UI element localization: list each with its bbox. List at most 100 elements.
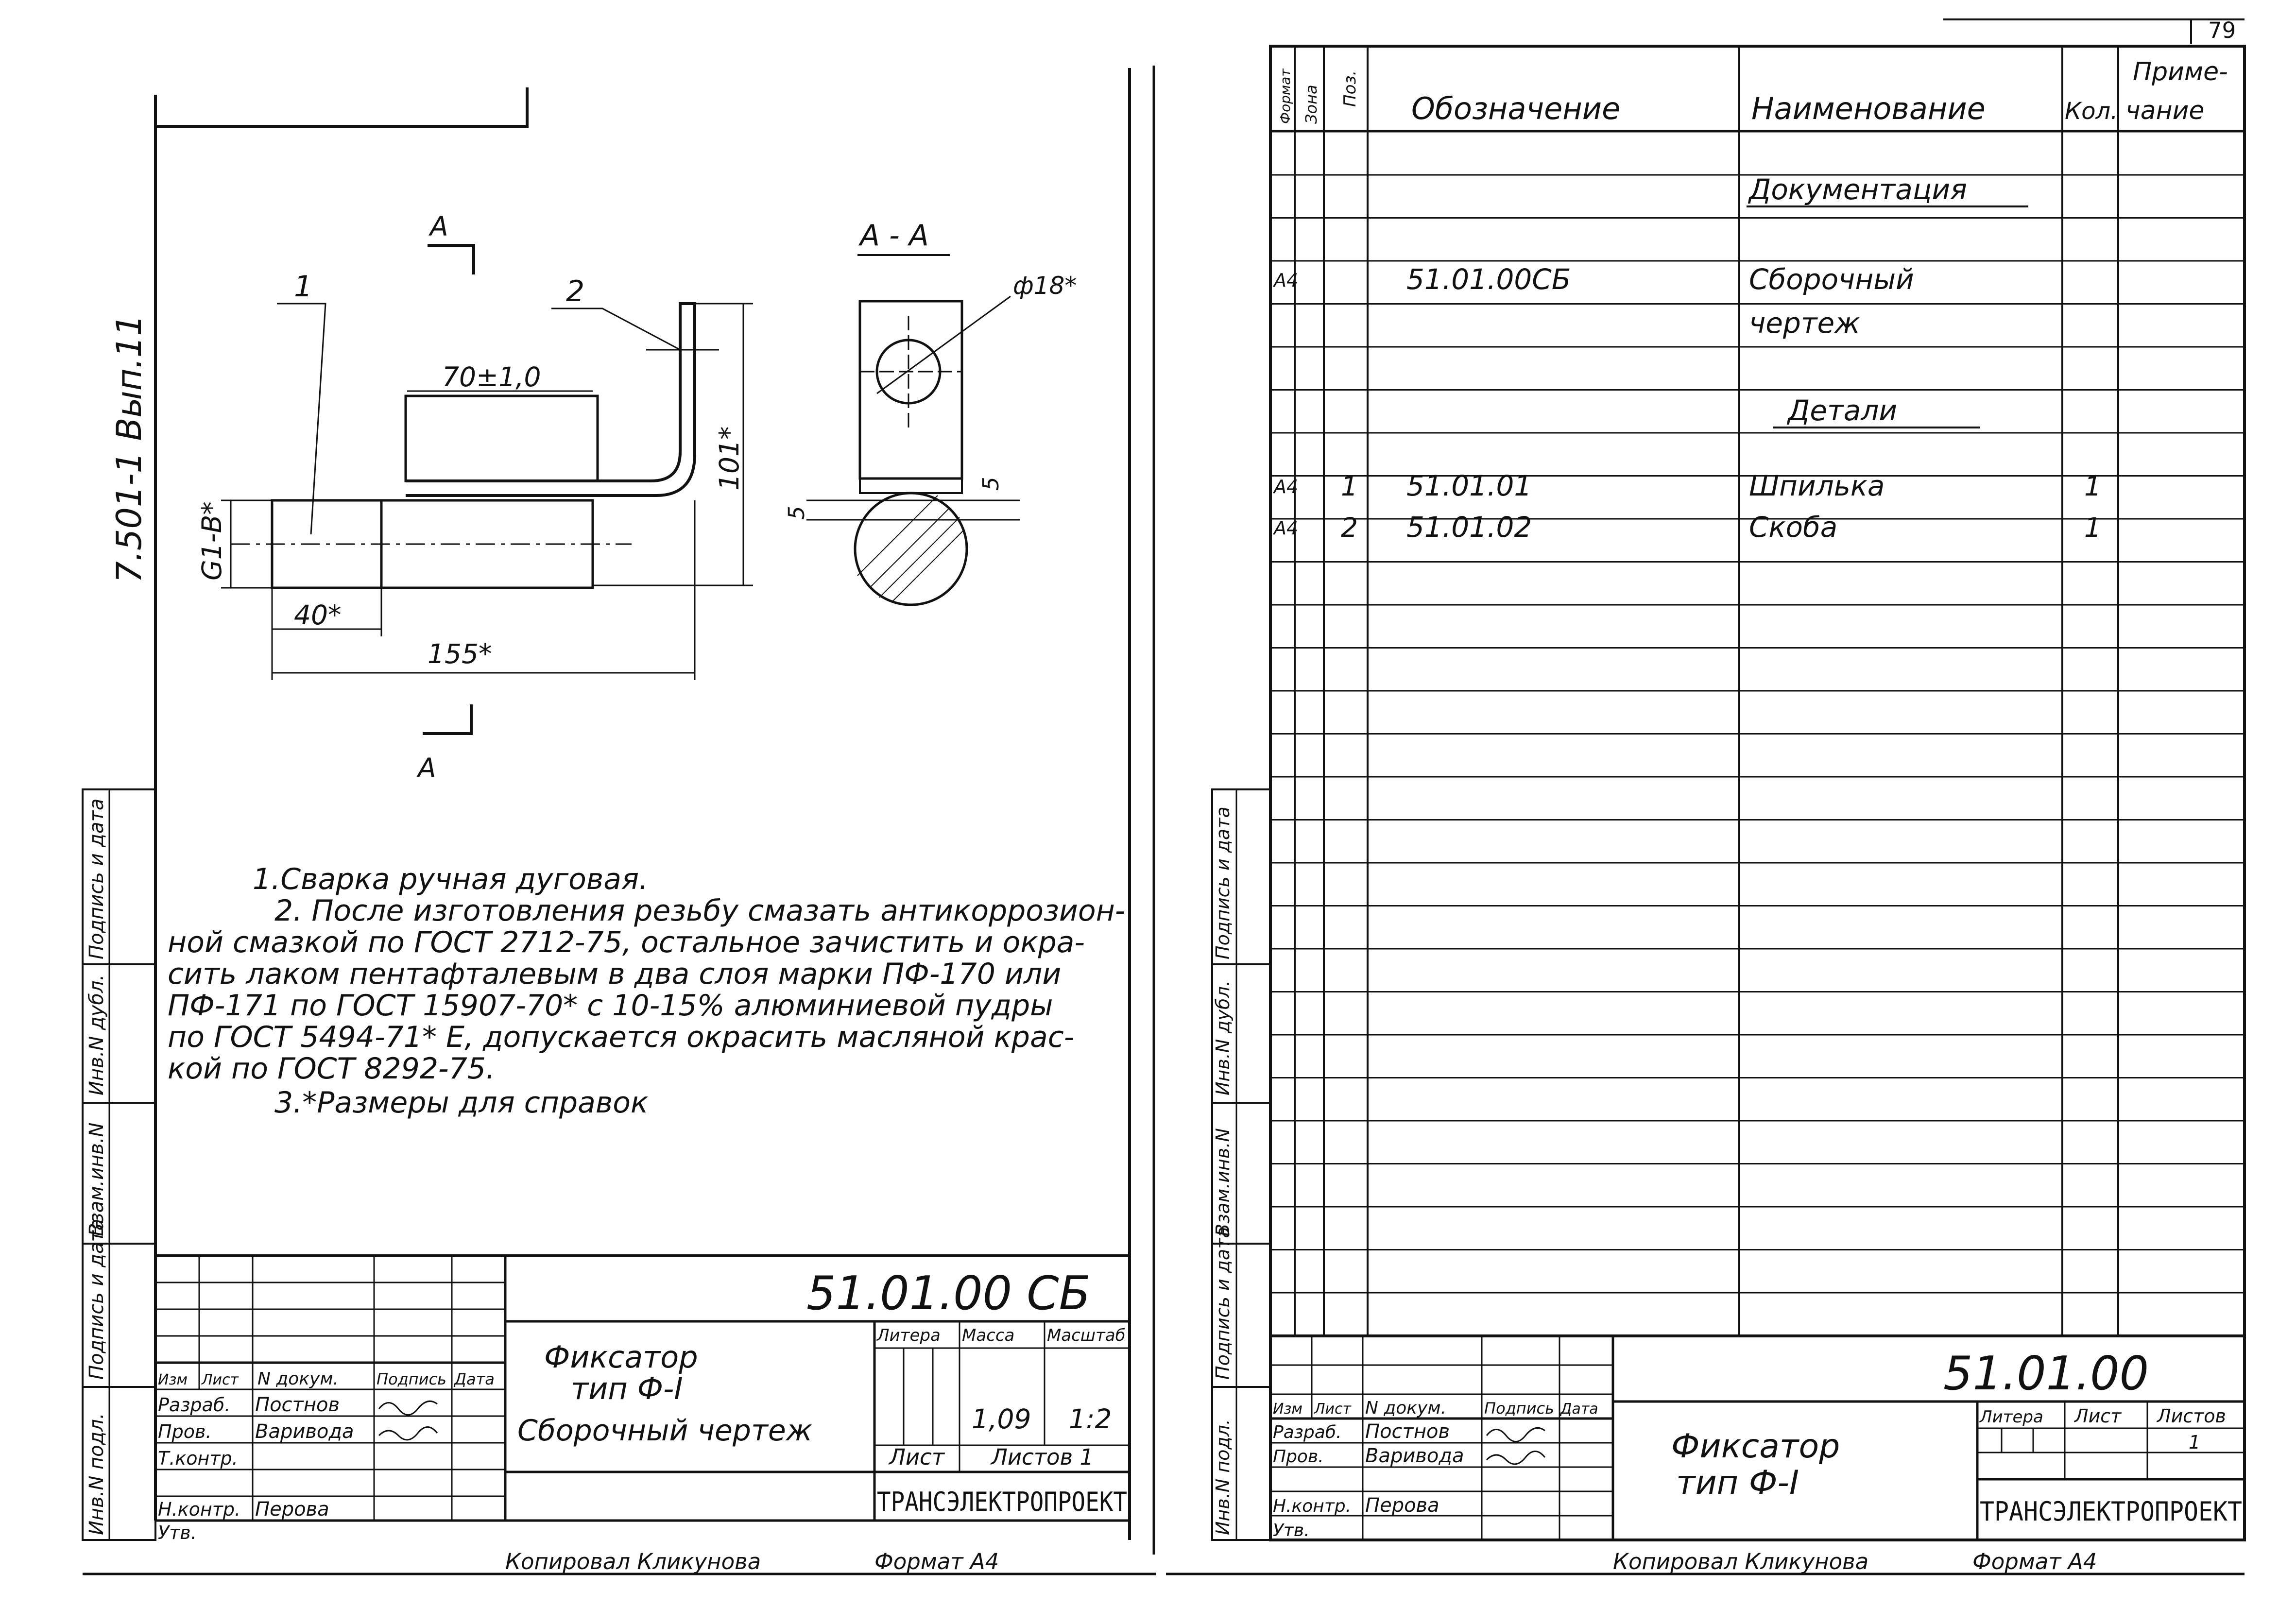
side-label: Инв.N подл. xyxy=(86,1413,108,1535)
massa-value: 1,09 xyxy=(972,1403,1031,1435)
row-oboz: 51.01.00СБ xyxy=(1406,263,1571,296)
section-plate xyxy=(858,300,963,480)
notes-block: 1.Сварка ручная дуговая. 2. После изгото… xyxy=(168,862,1125,1120)
listov-label: Листов 1 xyxy=(990,1444,1094,1470)
row-poz: 1 xyxy=(1341,471,1358,502)
name-prov: Варивода xyxy=(1365,1445,1464,1467)
right-sheet: 79 Формат Зона Поз. Обозначение Наименов… xyxy=(1166,17,2246,1575)
right-org-name: ТРАНСЭЛЕКТРОПРОЕКТ xyxy=(1980,1496,2242,1527)
side-label: Взам.инв.N xyxy=(86,1123,108,1236)
right-side-labels: Инв.N подл. Подпись и дата Взам.инв.N Ин… xyxy=(1211,788,1271,1541)
role-razrab: Разраб. xyxy=(158,1394,230,1416)
hdr-kol: Кол. xyxy=(2065,98,2118,125)
dimension-lines xyxy=(221,303,753,680)
row-format: А4 xyxy=(1272,270,1298,291)
side-label: Инв.N дубл. xyxy=(86,974,108,1095)
side-label: Подпись и дата xyxy=(1212,1227,1234,1380)
col-ndok: N докум. xyxy=(1365,1398,1446,1418)
col-list: Лист xyxy=(1314,1401,1352,1418)
row-poz: 2 xyxy=(1341,512,1358,543)
dim-101: 101* xyxy=(714,427,745,491)
callout-2-leader xyxy=(551,308,681,351)
note-line: сить лаком пентафталевым в два слоя марк… xyxy=(168,957,1061,991)
callout-1-leader xyxy=(277,303,326,535)
dim-70: 70±1,0 xyxy=(442,361,541,393)
hdr-format: Формат xyxy=(1277,68,1293,124)
row-naim: чертеж xyxy=(1749,307,1860,340)
row-oboz: 51.01.01 xyxy=(1406,469,1532,502)
col-list: Лист xyxy=(201,1371,240,1388)
left-top-corner xyxy=(155,87,529,128)
signature-razrab xyxy=(378,1400,438,1416)
left-sheet: 7.501-1 Вып.11 1 2 xyxy=(83,66,1156,1575)
row-kol: 1 xyxy=(2084,471,2101,502)
right-title-name-2: тип Ф-I xyxy=(1676,1464,1799,1502)
hdr-litera: Литера xyxy=(876,1326,941,1345)
row-naim: Скоба xyxy=(1749,511,1837,544)
callout-2: 2 xyxy=(566,274,584,308)
note-line: 1.Сварка ручная дуговая. xyxy=(253,862,648,896)
note-line: ПФ-171 по ГОСТ 15907-70* с 10-15% алюмин… xyxy=(168,989,1053,1023)
hdr-litera-right: Литера xyxy=(1979,1407,2043,1427)
role-tkontr: Т.контр. xyxy=(158,1448,238,1469)
signature-prov xyxy=(1486,1451,1546,1465)
bracket-body xyxy=(404,394,599,482)
page-number: 79 xyxy=(2208,17,2236,43)
part-side-view xyxy=(231,302,719,589)
section-stud xyxy=(854,492,968,606)
side-label: Инв.N подл. xyxy=(1212,1419,1234,1535)
dim-5b: 5 xyxy=(978,477,1004,491)
spec-row-lines xyxy=(1270,174,2245,1336)
section-mark-top: А xyxy=(428,211,448,242)
signature-razrab xyxy=(1486,1427,1545,1442)
masshtab-value: 1:2 xyxy=(1069,1403,1112,1435)
hdr-listov-right: Листов xyxy=(2156,1405,2226,1427)
side-label: Подпись и дата xyxy=(86,799,108,959)
note-line: по ГОСТ 5494-71* Е, допускается окрасить… xyxy=(168,1020,1074,1054)
side-label: Инв.N дубл. xyxy=(1212,980,1234,1095)
hdr-naim: Наименование xyxy=(1751,91,1986,126)
row-naim: Детали xyxy=(1786,394,1897,427)
col-izm: Изм xyxy=(158,1371,188,1388)
name-razrab: Постнов xyxy=(255,1394,340,1416)
hdr-prim-1: Приме- xyxy=(2133,57,2228,86)
col-data: Дата xyxy=(453,1370,495,1388)
role-nkontr: Н.контр. xyxy=(1273,1496,1351,1516)
left-footer-copied: Копировал Кликунова xyxy=(505,1549,761,1574)
role-prov: Пров. xyxy=(158,1421,211,1442)
role-nkontr: Н.контр. xyxy=(158,1499,240,1520)
left-title-name-1: Фиксатор xyxy=(544,1339,698,1375)
row-naim: Сборочный xyxy=(1749,263,1914,296)
dim-155: 155* xyxy=(428,638,492,669)
row-naim: Документация xyxy=(1748,173,1967,206)
name-razrab: Постнов xyxy=(1365,1420,1450,1443)
row-kol: 1 xyxy=(2084,512,2101,543)
hdr-masshtab: Масштаб xyxy=(1047,1326,1126,1345)
hdr-massa: Масса xyxy=(962,1326,1014,1345)
col-podp: Подпись xyxy=(377,1370,446,1388)
col-podp: Подпись xyxy=(1484,1399,1554,1418)
side-label: Взам.инв.N xyxy=(1212,1128,1234,1236)
section-view: А - А ф18* 5 5 xyxy=(784,219,1077,606)
note-line: 3.*Размеры для справок xyxy=(274,1086,648,1120)
row-format: А4 xyxy=(1272,517,1298,539)
hdr-zona: Зона xyxy=(1302,85,1320,124)
listov-right: 1 xyxy=(2189,1432,2200,1453)
row-oboz: 51.01.02 xyxy=(1406,511,1532,544)
row-naim: Шпилька xyxy=(1749,469,1885,502)
note-line: кой по ГОСТ 8292-75. xyxy=(168,1052,495,1086)
note-line: 2. После изготовления резьбу смазать ант… xyxy=(274,894,1125,928)
bracket-arm xyxy=(406,302,696,497)
dim-5a: 5 xyxy=(784,506,809,520)
hdr-prim-2: чание xyxy=(2125,96,2204,125)
side-label: Подпись и дата xyxy=(86,1219,108,1380)
section-mark-top-line xyxy=(428,244,475,274)
left-doc-type: Сборочный чертеж xyxy=(517,1414,812,1448)
section-mark-bottom: А xyxy=(416,752,436,784)
left-title-block: 51.01.00 СБ Фиксатор тип Ф-I Сборочный ч… xyxy=(155,1254,1130,1543)
left-title-code: 51.01.00 СБ xyxy=(806,1267,1091,1320)
section-mark-bottom-line xyxy=(423,704,473,735)
role-prov: Пров. xyxy=(1273,1447,1324,1467)
col-data: Дата xyxy=(1559,1401,1598,1418)
